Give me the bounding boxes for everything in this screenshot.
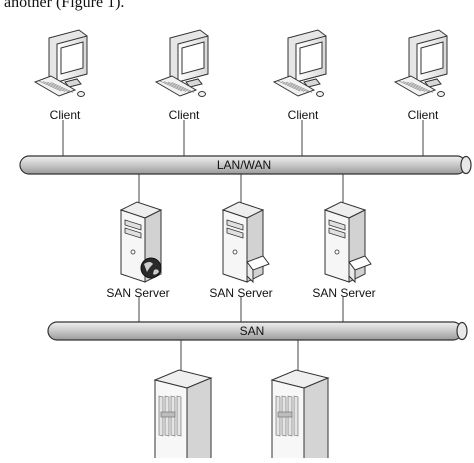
server-tower-icon bbox=[323, 201, 372, 284]
server-label: SAN Server bbox=[209, 286, 273, 300]
globe-icon bbox=[140, 257, 162, 279]
figure-caption: another (Figure 1). bbox=[4, 0, 125, 11]
client-computer-icon bbox=[33, 29, 88, 97]
document-icon bbox=[246, 255, 270, 284]
client-computer-icon bbox=[272, 29, 327, 97]
san-label: SAN bbox=[239, 324, 265, 338]
client-computer-icon bbox=[154, 29, 209, 97]
document-icon bbox=[348, 255, 372, 284]
server-label: SAN Server bbox=[106, 286, 170, 300]
lan-wan-label: LAN/WAN bbox=[216, 158, 272, 172]
server-tower-icon bbox=[119, 201, 163, 283]
client-computer-icon bbox=[393, 29, 448, 97]
storage-units bbox=[153, 369, 330, 463]
connector-lines bbox=[62, 120, 424, 372]
san-bus bbox=[47, 321, 468, 341]
lan-wan-bus bbox=[19, 155, 472, 175]
storage-cabinet-icon bbox=[153, 369, 213, 463]
clients bbox=[33, 29, 448, 97]
servers bbox=[119, 201, 372, 284]
storage-cabinet-icon bbox=[270, 369, 330, 463]
client-label: Client bbox=[407, 108, 439, 122]
server-tower-icon bbox=[221, 201, 270, 284]
client-label: Client bbox=[49, 108, 81, 122]
server-label: SAN Server bbox=[312, 286, 376, 300]
client-label: Client bbox=[287, 108, 319, 122]
client-label: Client bbox=[168, 108, 200, 122]
